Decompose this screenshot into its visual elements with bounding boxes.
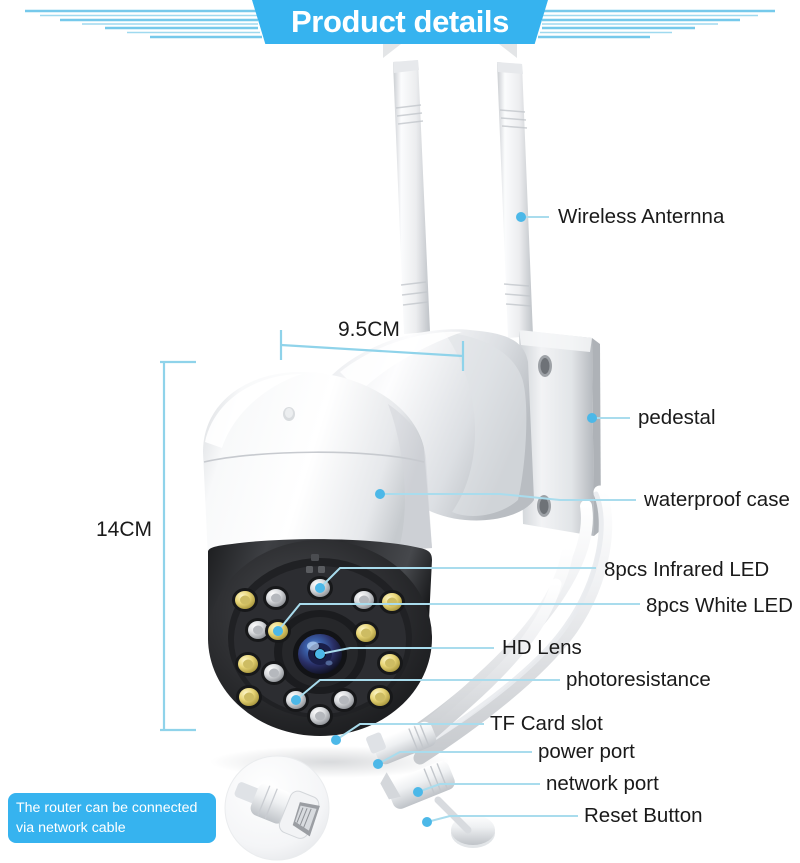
callout-reset-button: Reset Button [584, 804, 703, 827]
callout-white-led: 8pcs White LED [646, 594, 793, 617]
camera-black-body [208, 539, 432, 736]
page-title: Product details [291, 4, 509, 39]
note-line-1: The router can be connected [16, 800, 198, 816]
infrared-led-group [232, 588, 405, 709]
camera-dome-housing [203, 372, 432, 558]
callout-wireless-antenna: Wireless Anternna [558, 205, 725, 228]
network-connector [380, 761, 455, 809]
dimension-lines [160, 330, 465, 732]
waterproof-neck [331, 329, 534, 521]
network-cable-note: The router can be connected via network … [8, 793, 216, 843]
power-connector [366, 721, 437, 765]
white-led-group [245, 576, 377, 728]
callout-network-port: network port [546, 772, 659, 795]
rj45-inset [224, 755, 330, 861]
antenna-left [393, 60, 430, 334]
dimension-width-label: 9.5CM [338, 318, 400, 341]
hd-lens [293, 629, 347, 679]
antenna-right [497, 62, 533, 338]
callout-photoresistance: photoresistance [566, 668, 711, 691]
callout-power-port: power port [538, 740, 635, 763]
banner-shadow-right [499, 44, 517, 58]
pedestal-bracket [519, 330, 601, 536]
banner-shadow-left [383, 44, 401, 58]
callout-tf-card-slot: TF Card slot [490, 712, 603, 735]
callout-pedestal: pedestal [638, 406, 716, 429]
note-line-2: via network cable [16, 820, 126, 837]
page-header-banner: Product details [0, 0, 800, 58]
dimension-height-label: 14CM [96, 518, 153, 541]
callout-infrared-led: 8pcs Infrared LED [604, 558, 770, 581]
reset-button-cap [434, 796, 495, 848]
callout-waterproof-case: waterproof case [644, 488, 790, 511]
callout-hd-lens: HD Lens [502, 636, 582, 659]
banner-decoration-lines [25, 9, 775, 39]
